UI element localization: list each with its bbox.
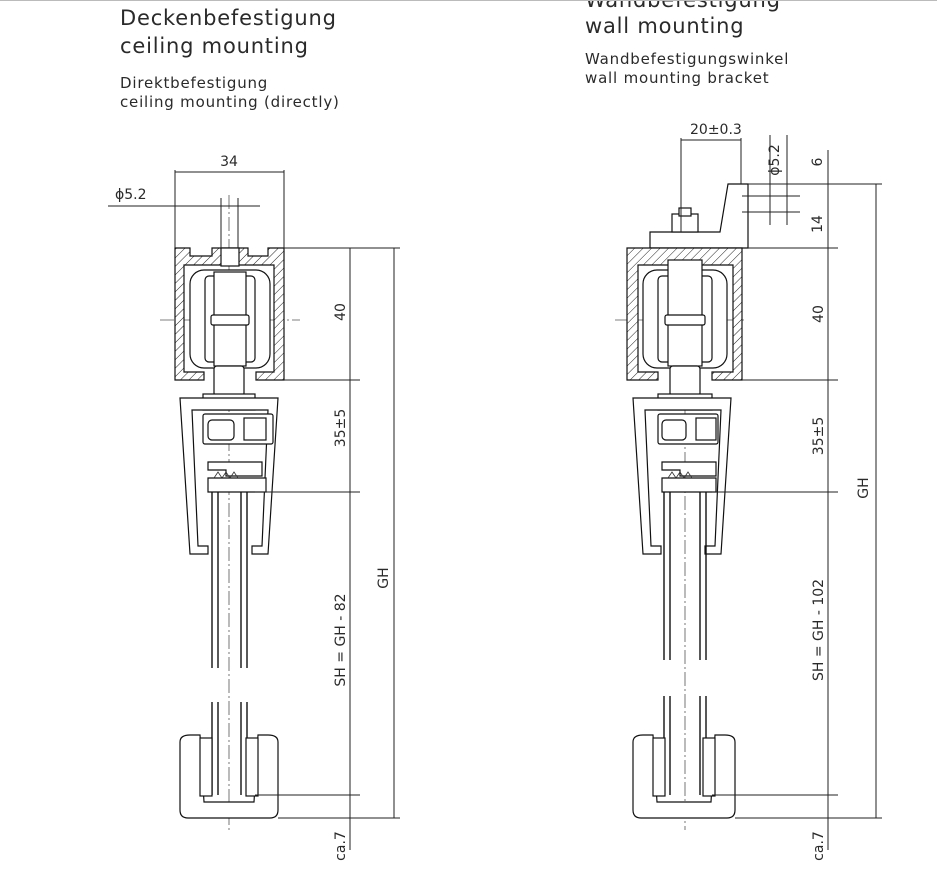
- left-title-de: Deckenbefestigung: [120, 6, 337, 30]
- right-dim-slide-height: SH = GH - 102: [811, 579, 827, 681]
- left-dim-width: 34: [220, 154, 238, 170]
- right-dim-bracket: 14: [810, 215, 826, 233]
- left-dim-hole: ϕ5.2: [115, 187, 147, 203]
- right-dim-carriage: 35±5: [811, 417, 827, 455]
- left-title-en: ceiling mounting: [120, 34, 309, 58]
- right-dim-profile-height: 40: [811, 305, 827, 323]
- right-dim-bottom: ca.7: [811, 831, 827, 861]
- right-subtitle-de: Wandbefestigungswinkel: [585, 50, 790, 68]
- left-subtitle-de: Direktbefestigung: [120, 74, 269, 92]
- right-dim-top: 6: [810, 157, 826, 166]
- left-dim-bottom: ca.7: [333, 831, 349, 861]
- right-title-de: Wandbefestigung: [585, 0, 781, 12]
- left-dim-total: GH: [376, 567, 392, 588]
- left-dim-carriage: 35±5: [333, 409, 349, 447]
- right-subtitle-en: wall mounting bracket: [585, 69, 770, 87]
- left-dim-profile-height: 40: [333, 303, 349, 321]
- right-title-en: wall mounting: [585, 14, 745, 38]
- right-assembly: 20±0.3 ϕ5.2 6 14 40 35±5 SH = GH - 102 G…: [615, 122, 882, 861]
- right-dim-total: GH: [856, 477, 872, 498]
- right-dim-hole: ϕ5.2: [767, 144, 783, 176]
- left-dim-slide-height: SH = GH - 82: [333, 593, 349, 686]
- left-subtitle-en: ceiling mounting (directly): [120, 93, 340, 111]
- right-dim-bracket-offset: 20±0.3: [690, 122, 742, 138]
- left-assembly: 34 ϕ5.2 40 35±5 SH = GH - 82 GH ca.7: [108, 154, 400, 861]
